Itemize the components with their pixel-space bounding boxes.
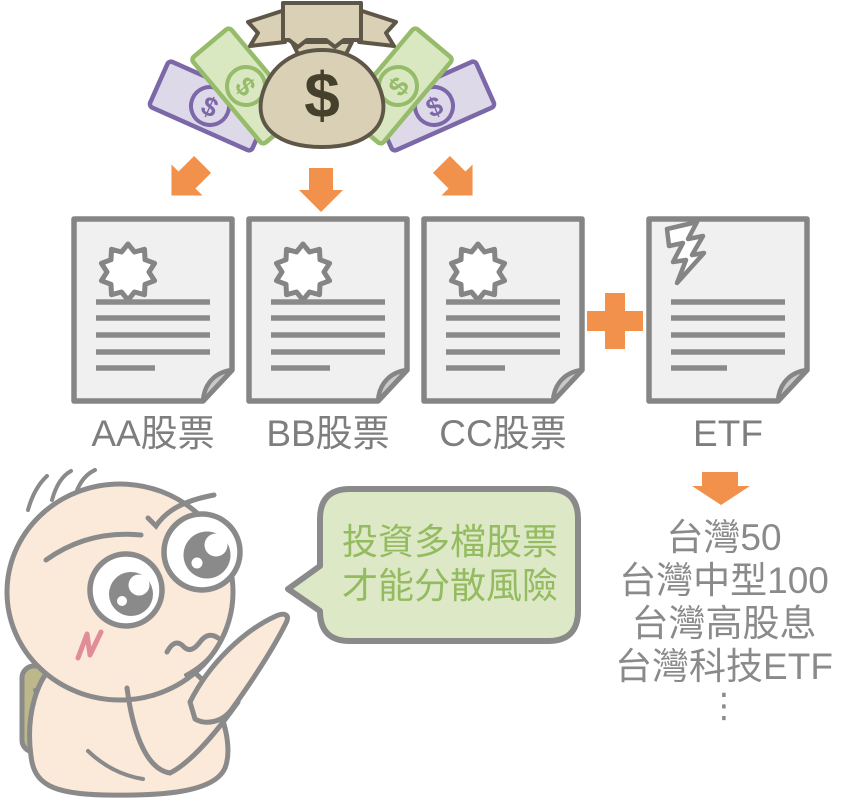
right-eyebrow bbox=[145, 492, 217, 530]
distribution-arrows bbox=[171, 155, 473, 212]
money-bag-icon: $ $ $ $ $ bbox=[147, 1, 497, 153]
blush-mark bbox=[75, 629, 104, 661]
list-item: 台灣高股息 bbox=[631, 603, 817, 644]
down-left-arrow-icon bbox=[171, 155, 212, 196]
body-crease bbox=[86, 749, 145, 781]
dollar-sign: $ bbox=[304, 59, 340, 131]
stock-label-aa: AA股票 bbox=[91, 413, 215, 454]
banknote-purple-left-icon: $ bbox=[147, 59, 273, 153]
stock-label-bb: BB股票 bbox=[266, 413, 390, 454]
text-lines bbox=[446, 299, 560, 371]
lightning-icon bbox=[664, 219, 707, 286]
ellipsis: ⋮ bbox=[707, 687, 741, 725]
page-fold bbox=[375, 367, 410, 404]
page-fold bbox=[550, 367, 585, 404]
speech-bubble-text: 投資多檔股票 才能分散風險 bbox=[320, 520, 580, 608]
ribbon-banner bbox=[246, 1, 398, 49]
speech-bubble bbox=[285, 486, 581, 644]
down-arrow-icon bbox=[299, 168, 343, 212]
text-lines bbox=[96, 299, 210, 371]
arm-fold-line bbox=[124, 685, 241, 776]
list-item: 台灣科技ETF bbox=[615, 646, 833, 687]
etf-label: ETF bbox=[693, 413, 763, 454]
stock-label-cc: CC股票 bbox=[439, 413, 567, 454]
text-lines bbox=[271, 299, 385, 371]
chin-line bbox=[184, 649, 217, 677]
plus-icon bbox=[587, 293, 643, 349]
bubble-line: 投資多檔股票 bbox=[341, 521, 558, 562]
arm-pointing bbox=[187, 611, 290, 725]
character bbox=[4, 468, 290, 798]
list-item: 台灣中型100 bbox=[619, 560, 829, 601]
etf-down-arrow-icon bbox=[692, 472, 750, 505]
right-eye bbox=[161, 511, 243, 593]
page-fold bbox=[775, 367, 810, 404]
stock-certificate-bb bbox=[246, 216, 410, 404]
down-right-arrow-icon bbox=[432, 155, 473, 196]
left-eye bbox=[87, 551, 165, 629]
page-fold bbox=[200, 367, 235, 404]
seal-icon bbox=[98, 241, 158, 303]
text-lines bbox=[671, 299, 785, 371]
stock-certificate-cc bbox=[421, 216, 585, 404]
etf-examples-list: 台灣50 台灣中型100 台灣高股息 台灣科技ETF ⋮ bbox=[594, 516, 852, 725]
left-eyebrow bbox=[43, 531, 144, 563]
stock-certificate-aa bbox=[71, 216, 235, 404]
list-item: 台灣50 bbox=[666, 517, 782, 558]
seal-icon bbox=[273, 241, 333, 303]
seal-icon bbox=[448, 241, 508, 303]
etf-certificate bbox=[646, 216, 810, 404]
bubble-line: 才能分散風險 bbox=[341, 565, 558, 606]
money-bag-body bbox=[258, 48, 386, 149]
mouth bbox=[164, 632, 221, 655]
hair bbox=[26, 468, 97, 512]
